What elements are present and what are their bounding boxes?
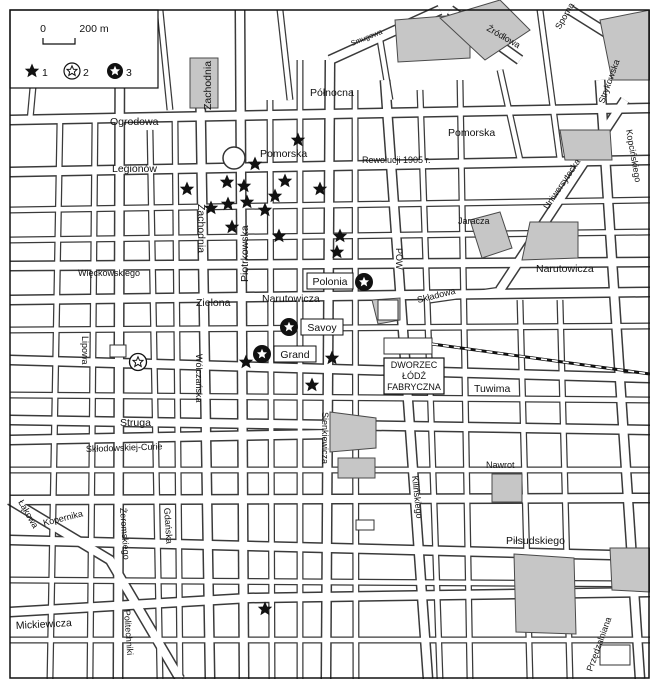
street-label-struga: Struga (120, 417, 151, 429)
scale-bar (42, 38, 76, 45)
station-label-line2: ŁÓDŹ (402, 371, 427, 381)
street-label-zachodnia-north: Zachodnia (202, 61, 214, 110)
scale-zero-label: 0 (40, 23, 46, 35)
plac-wolnosci-roundabout (222, 146, 246, 170)
street-label-sienkiewicza: Sienkiewicza (320, 412, 330, 464)
station-box: DWORZEC ŁÓDŹ FABRYCZNA (383, 357, 445, 395)
street-label-narutowicza-east: Narutowicza (536, 263, 594, 275)
station-label-line3: FABRYCZNA (387, 382, 441, 392)
street-label-sklodowskiej: Skłodowskiej-Curie (86, 441, 163, 454)
hotel-label-grand: Grand (280, 349, 309, 361)
street-label-mickiewicza: Mickiewicza (16, 617, 73, 632)
street-label-rewolucji: Rewolucji 1905 r. (362, 155, 431, 165)
map-frame (9, 9, 650, 679)
hotel-savoy: Savoy (280, 318, 344, 336)
legend-label-1: 1 (42, 67, 48, 79)
street-label-pow: POW (394, 248, 404, 270)
legend-label-2: 2 (83, 67, 89, 79)
building-blocks (109, 299, 631, 666)
hotel-polonia: Polonia (306, 272, 373, 291)
street-label-polnocna: Północna (310, 87, 354, 99)
hotel-markers: Polonia Savoy Grand (253, 272, 373, 363)
hotel-grand: Grand (253, 345, 317, 363)
street-label-gdanska: Gdańska (162, 507, 174, 544)
street-label-kilinskiego: Kilińskiego (410, 475, 424, 519)
street-label-tuwima: Tuwima (474, 383, 511, 395)
outline-star-circle-marker (128, 352, 148, 372)
street-label-piotrkowska: Piotrkowska (239, 225, 251, 282)
legend-label-3: 3 (126, 67, 132, 79)
street-label-wolczanska: Wólczańska (194, 354, 204, 403)
street-label-lipowa: Lipowa (80, 336, 90, 365)
railway-line (431, 342, 650, 376)
street-label-pilsudskiego: Piłsudskiego (506, 535, 565, 547)
street-label-jaracza: Jaracza (458, 216, 490, 226)
street-label-wieckowskiego: Więckowskiego (78, 268, 140, 278)
street-label-pomorska-west: Pomorska (260, 148, 307, 160)
street-label-politechniki: Politechniki (122, 609, 135, 655)
street-label-zielona: Zielona (196, 297, 231, 309)
street-label-nawrot: Nawrot (486, 460, 515, 470)
street-fills (7, 6, 650, 679)
street-label-zachodnia-south: Zachodnia (195, 204, 207, 253)
map-legend: 0 200 m 1 2 3 (9, 9, 159, 89)
street-label-ogrodowa: Ogrodowa (110, 116, 159, 128)
station-label-line1: DWORZEC (391, 360, 438, 370)
street-label-legionow: Legionów (112, 163, 157, 175)
hotel-label-polonia: Polonia (312, 276, 347, 288)
hotel-label-savoy: Savoy (307, 322, 337, 334)
park-areas (189, 0, 650, 635)
street-label-narutowicza-west: Narutowicza (262, 293, 320, 305)
street-label-zeromskiego: Żeromskiego (118, 507, 132, 560)
street-label-pomorska-east: Pomorska (448, 127, 495, 139)
scale-distance-label: 200 m (79, 23, 108, 35)
